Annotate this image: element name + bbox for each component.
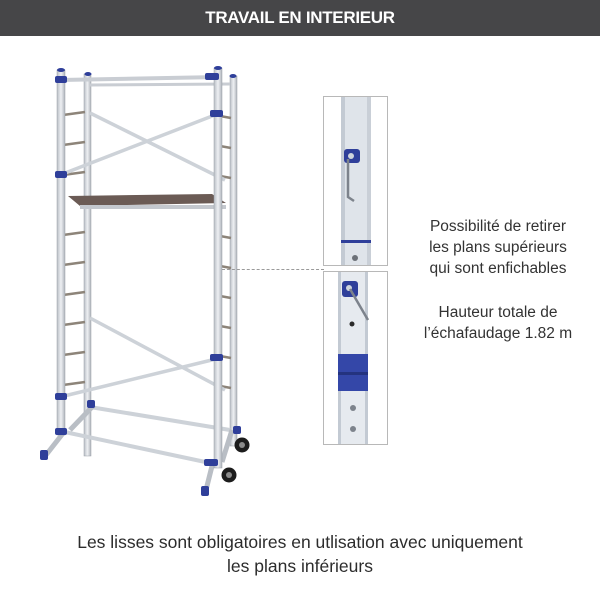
castor-wheel-rear bbox=[234, 437, 250, 453]
note-line: les plans supérieurs bbox=[429, 239, 567, 256]
note-line: Possibilité de retirer bbox=[429, 218, 567, 235]
work-platform bbox=[68, 194, 226, 209]
left-ladder-rungs bbox=[62, 110, 86, 387]
stabilizer-feet bbox=[44, 403, 235, 491]
detail-image-locking-pin bbox=[323, 96, 388, 266]
note-removable-upper-plans: Possibilité de retirer les plans supérie… bbox=[396, 216, 600, 279]
locking-pin-illustration bbox=[341, 97, 371, 265]
dashed-connector-line bbox=[222, 269, 324, 270]
note-line: Hauteur totale de bbox=[438, 304, 558, 321]
header-banner: TRAVAIL EN INTERIEUR bbox=[0, 0, 600, 36]
detail-image-connector bbox=[323, 271, 388, 445]
blue-clamps bbox=[40, 66, 241, 496]
front-left-upright bbox=[56, 69, 66, 436]
footer-line: Les lisses sont obligatoires en utlisati… bbox=[77, 532, 523, 552]
header-title: TRAVAIL EN INTERIEUR bbox=[205, 8, 395, 27]
note-line: l’échafaudage 1.82 m bbox=[423, 325, 573, 342]
top-guardrail bbox=[59, 75, 231, 87]
note-total-height: Hauteur totale de l’échafaudage 1.82 m bbox=[396, 302, 600, 344]
connector-illustration bbox=[338, 272, 370, 444]
upper-cross-brace bbox=[59, 111, 226, 182]
lower-cross-brace bbox=[59, 316, 226, 399]
note-line: qui sont enfichables bbox=[429, 260, 567, 277]
castor-wheel-front bbox=[221, 467, 237, 483]
front-right-upright bbox=[213, 67, 223, 469]
scaffold-image bbox=[40, 66, 250, 496]
footer-note-guardrails: Les lisses sont obligatoires en utlisati… bbox=[0, 530, 600, 578]
base-rails bbox=[59, 405, 231, 465]
footer-line: les plans inférieurs bbox=[227, 556, 373, 576]
rear-right-upright bbox=[229, 75, 238, 447]
rear-left-upright bbox=[83, 73, 92, 457]
